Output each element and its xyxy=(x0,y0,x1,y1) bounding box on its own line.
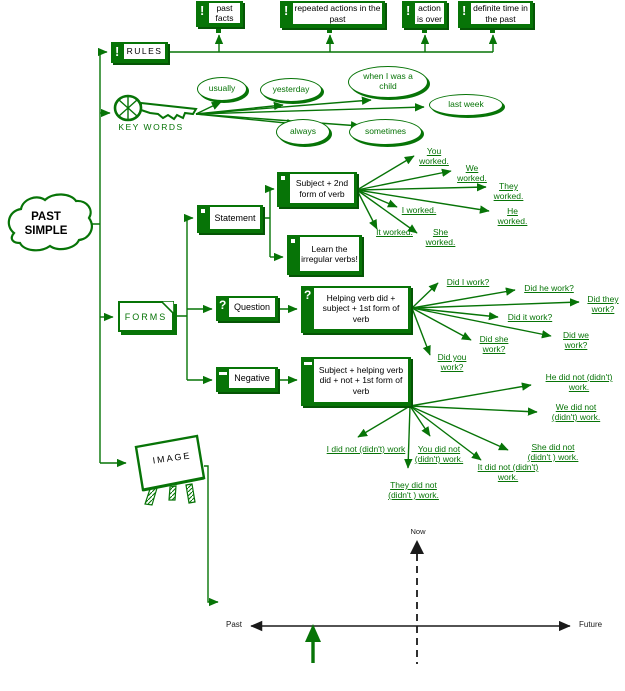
timeline-shape xyxy=(250,540,571,664)
timeline-future-label: Future xyxy=(579,620,603,629)
rule-note-past-facts[interactable]: ! past facts xyxy=(196,1,243,27)
rule-note-label: action is over xyxy=(415,3,444,24)
bullet-icon xyxy=(291,239,295,243)
node-statement[interactable]: Statement xyxy=(197,205,263,233)
statement-formula-text: Subject + 2nd form of verb xyxy=(290,174,354,203)
example-did-she-work: Did she work? xyxy=(479,334,509,355)
bullet-icon xyxy=(281,176,285,180)
example-it-did-not: It did not (didn't) work. xyxy=(477,462,539,483)
minus-icon xyxy=(219,372,227,375)
timeline-past-label: Past xyxy=(226,620,243,629)
negative-formula[interactable]: Subject + helping verb did + not + 1st f… xyxy=(301,357,411,406)
bubble-always[interactable]: always xyxy=(276,119,330,145)
node-forms[interactable]: FORMS xyxy=(118,301,174,332)
bubble-sometimes[interactable]: sometimes xyxy=(349,119,422,145)
example-she-worked: She worked. xyxy=(425,227,456,248)
example-he-worked: He worked. xyxy=(497,206,528,227)
exclamation-icon: ! xyxy=(200,3,205,18)
statement-note[interactable]: Learn the irregular verbs! xyxy=(287,235,362,275)
negative-formula-text: Subject + helping verb did + not + 1st f… xyxy=(314,359,408,402)
key-shape xyxy=(113,94,198,122)
rule-note-definite-time[interactable]: ! definite time in the past xyxy=(458,1,533,28)
forms-label: FORMS xyxy=(124,311,168,322)
example-did-you-work: Did you work? xyxy=(437,352,467,373)
rule-note-action-is-over[interactable]: ! action is over xyxy=(402,1,447,28)
bubble-last-week[interactable]: last week xyxy=(429,94,503,116)
example-you-worked: You worked. xyxy=(419,146,449,167)
example-you-did-not: You did not (didn't) work. xyxy=(414,444,464,465)
example-did-i-work: Did I work? xyxy=(446,277,490,287)
example-they-worked: They worked. xyxy=(493,181,524,202)
question-mark-icon: ? xyxy=(304,288,312,302)
timeline-now-label: Now xyxy=(410,527,426,536)
bubble-when-i-was-a-child[interactable]: when I was a child xyxy=(348,66,428,98)
example-i-did-not: I did not (didn't) work xyxy=(326,444,406,454)
rule-note-label: definite time in the past xyxy=(471,3,530,24)
example-did-he-work: Did he work? xyxy=(524,283,574,293)
negative-label: Negative xyxy=(229,369,275,388)
example-it-worked: It worked. xyxy=(376,227,413,237)
example-he-did-not: He did not (didn't) work. xyxy=(545,372,613,393)
exclamation-icon: ! xyxy=(462,3,467,18)
cloud-shape xyxy=(7,193,93,252)
node-question[interactable]: ? Question xyxy=(216,296,278,321)
rule-note-label: past facts xyxy=(209,3,240,23)
question-mark-icon: ? xyxy=(219,298,227,312)
example-she-did-not: She did not (didn't ) work. xyxy=(527,442,579,463)
exclamation-icon: ! xyxy=(406,3,411,18)
root-node-past-simple[interactable]: PAST SIMPLE xyxy=(24,211,68,237)
easel-shape xyxy=(134,434,206,506)
example-did-they-work: Did they work? xyxy=(587,294,619,315)
rules-label: RULES xyxy=(124,44,165,59)
example-we-did-not: We did not (didn't) work. xyxy=(551,402,601,423)
question-formula-text: Helping verb did + subject + 1st form of… xyxy=(314,288,408,329)
dogear-icon xyxy=(161,301,174,314)
bullet-icon xyxy=(201,209,205,213)
example-did-we-work: Did we work? xyxy=(563,330,589,351)
bubble-yesterday[interactable]: yesterday xyxy=(260,78,322,102)
example-did-it-work: Did it work? xyxy=(507,312,553,322)
node-rules[interactable]: ! RULES xyxy=(111,42,168,63)
example-we-worked: We worked. xyxy=(457,163,487,184)
exclamation-icon: ! xyxy=(284,3,289,18)
key-words-label: KEY WORDS xyxy=(118,122,184,132)
node-negative[interactable]: Negative xyxy=(216,367,278,392)
exclamation-icon: ! xyxy=(115,44,120,59)
question-formula[interactable]: ? Helping verb did + subject + 1st form … xyxy=(301,286,411,333)
example-they-did-not: They did not (didn't ) work. xyxy=(388,480,439,501)
minus-icon xyxy=(304,362,312,365)
example-i-worked: I worked. xyxy=(401,205,437,215)
bubble-usually[interactable]: usually xyxy=(197,77,247,101)
rule-note-label: repeated actions in the past xyxy=(293,3,382,24)
statement-formula[interactable]: Subject + 2nd form of verb xyxy=(277,172,357,207)
question-label: Question xyxy=(229,298,275,317)
rule-note-repeated-actions[interactable]: ! repeated actions in the past xyxy=(280,1,385,28)
statement-note-text: Learn the irregular verbs! xyxy=(300,237,359,271)
statement-label: Statement xyxy=(210,207,260,229)
